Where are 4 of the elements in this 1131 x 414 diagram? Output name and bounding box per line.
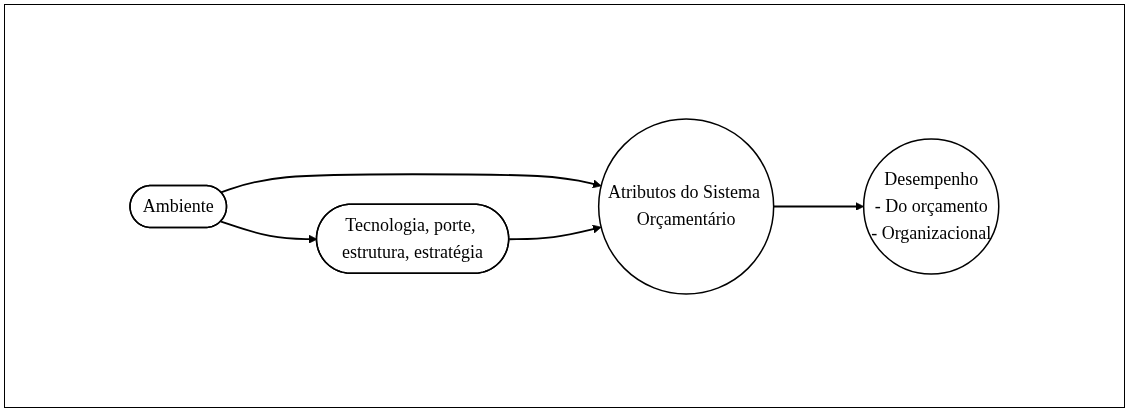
node-circle: Desempenho - Do orçamento - Organizacional (863, 137, 1000, 275)
arrow (220, 172, 602, 193)
arrow (508, 224, 602, 240)
node-circle: Atributos do Sistema Orçamentário (598, 117, 775, 295)
